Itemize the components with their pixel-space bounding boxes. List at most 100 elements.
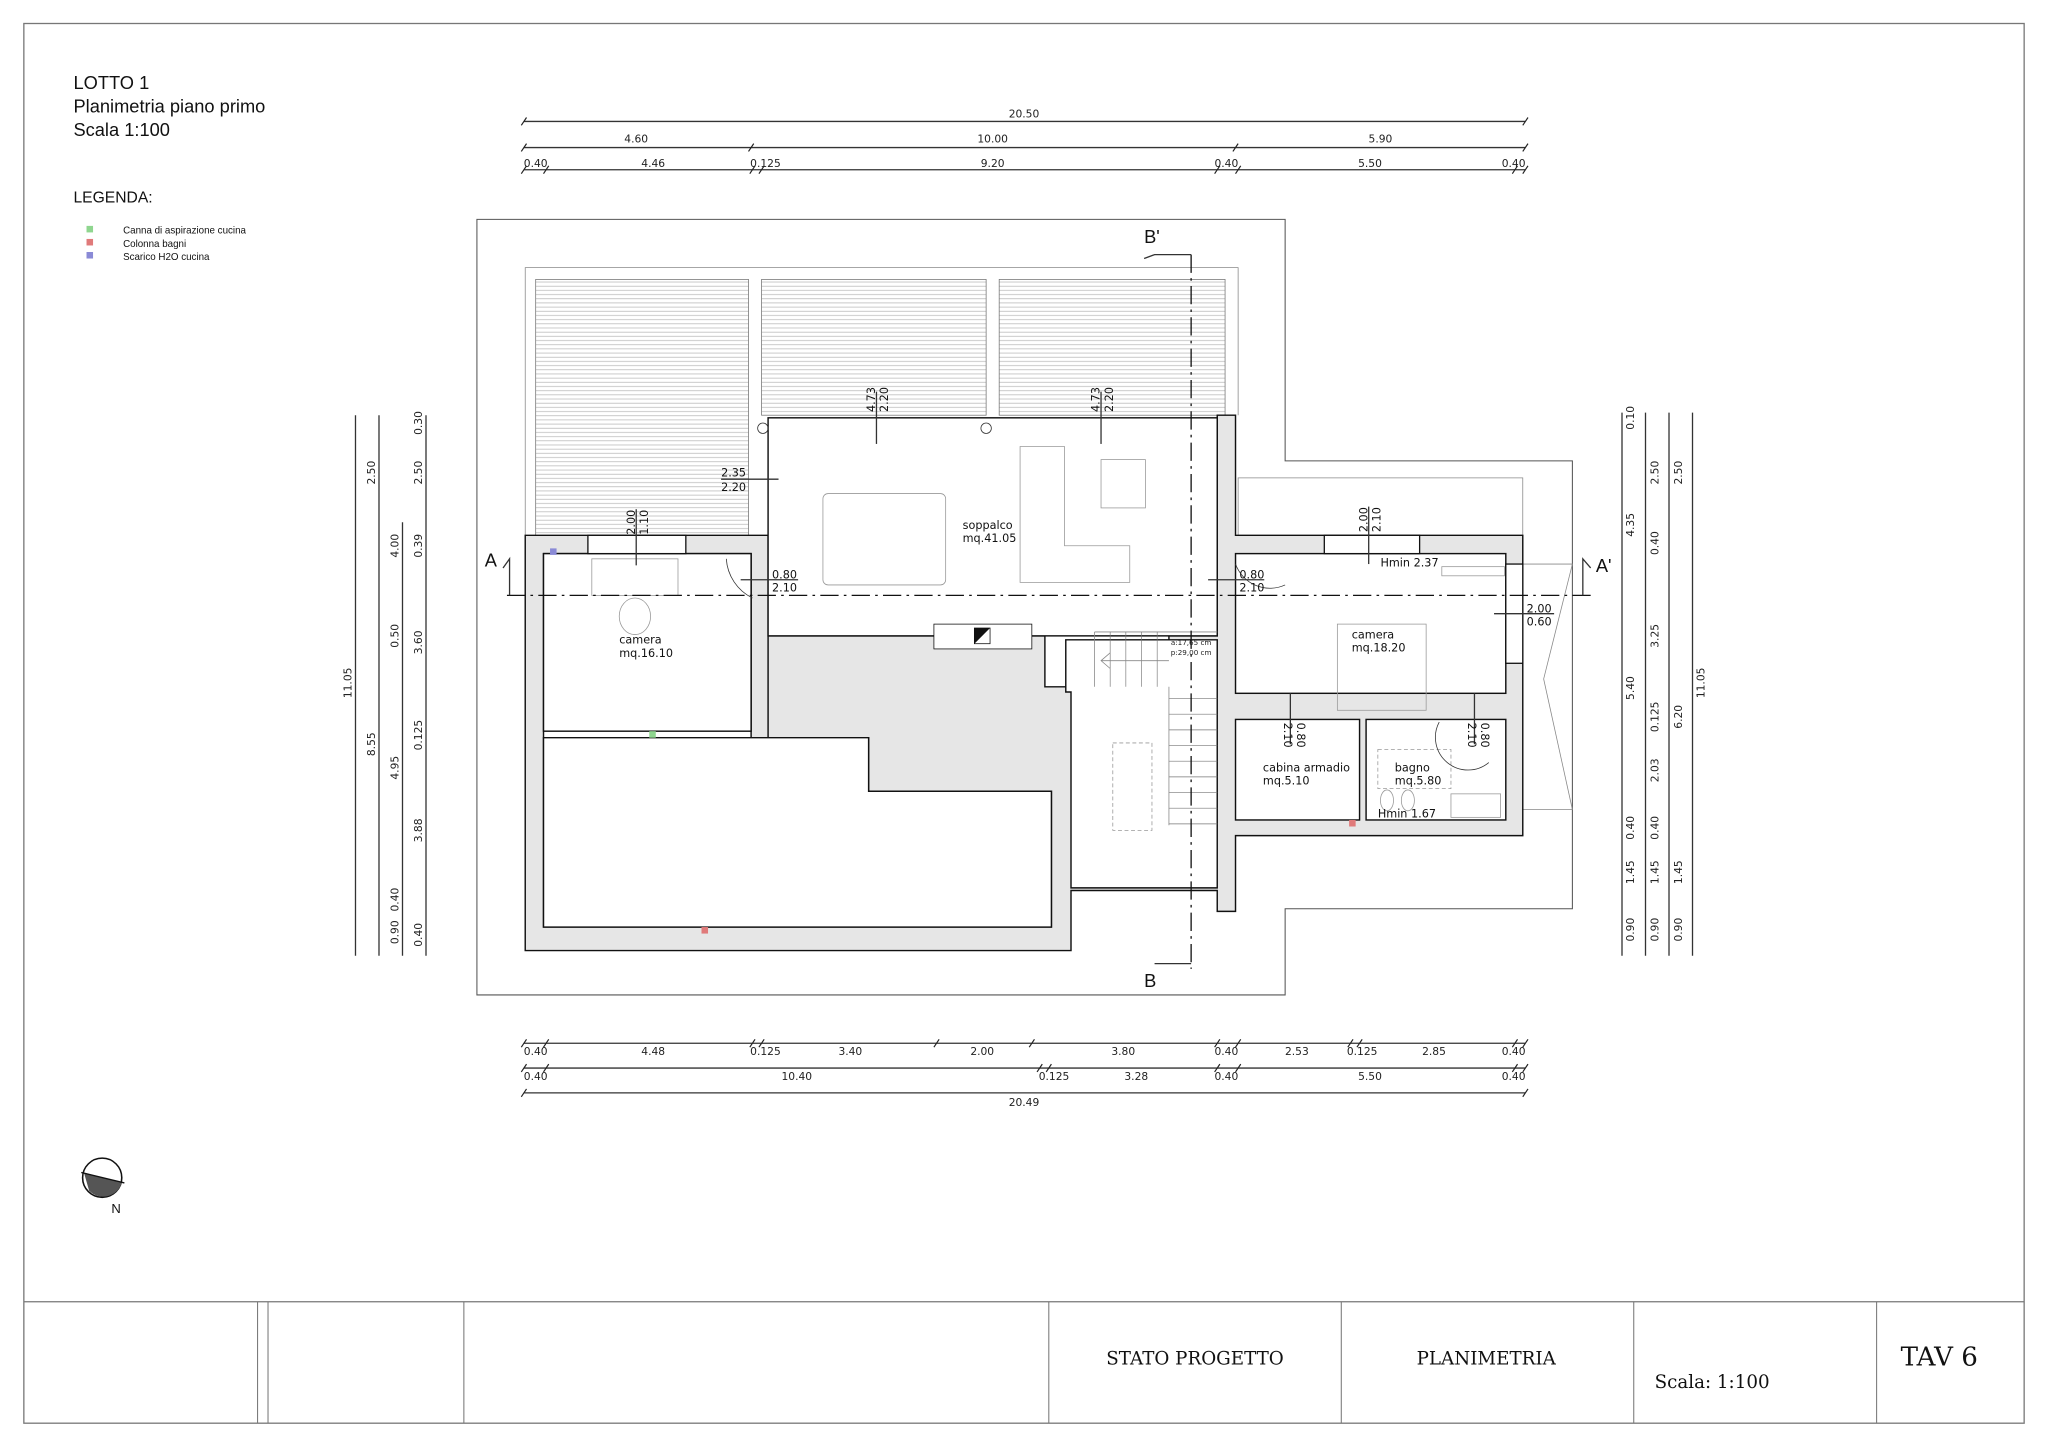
dimensions-top: 20.50 4.60 10.00 5.90 0.40 4.46 0.125 9.… [520, 108, 1529, 174]
lotto-label: LOTTO 1 [73, 72, 149, 93]
dimension-label: 2.00 [970, 1045, 994, 1058]
dimension-label: 2.85 [1422, 1045, 1446, 1058]
drawing-header: LOTTO 1 Planimetria piano primo Scala 1:… [73, 72, 265, 140]
dimension-label: 5.50 [1358, 1070, 1382, 1083]
billiard-table [822, 493, 947, 586]
opening-width: 0.80 [1478, 723, 1491, 748]
furniture [591, 422, 1505, 831]
opening-height: 2.20 [878, 387, 891, 412]
legend-item: Colonna bagni [123, 239, 186, 250]
min-height-bagno: Hmin 1.67 [1378, 807, 1436, 820]
dimension-label: 20.50 [1009, 108, 1040, 121]
opening-width: 0.80 [1239, 568, 1264, 581]
dimension-label: 3.88 [412, 818, 425, 842]
dimension-label: 1.45 [1649, 860, 1662, 884]
dimension-label: 0.90 [1624, 918, 1637, 942]
room-area: mq.16.10 [619, 647, 673, 660]
dimension-label: 0.40 [389, 888, 402, 912]
dimension-label: 0.40 [524, 1070, 548, 1083]
chair [618, 597, 651, 635]
dimension-label: 0.90 [1672, 918, 1685, 942]
kitchen-exhaust-marker [649, 731, 656, 738]
dimension-label: 0.40 [1502, 157, 1526, 170]
dimension-label: 0.30 [412, 411, 425, 435]
opening-width: 2.00 [1357, 507, 1370, 532]
dimension-label: 4.60 [624, 132, 648, 145]
dimension-label: 0.40 [1502, 1045, 1526, 1058]
stair-tread: p:29,00 cm [1171, 648, 1212, 657]
opening-width: 2.35 [721, 467, 746, 480]
dimension-label: 4.46 [641, 157, 665, 170]
roof-slope-right [1522, 563, 1573, 810]
shelf [1441, 566, 1505, 577]
dimension-label: 0.125 [1347, 1045, 1378, 1058]
dimension-label: 10.00 [977, 132, 1008, 145]
shower-dashed [1377, 749, 1452, 790]
dimension-label: 3.80 [1111, 1045, 1135, 1058]
opening-width: 0.80 [772, 568, 797, 581]
room-labels: soppalco mq.41.05 camera mq.16.10 camera… [619, 519, 1441, 821]
section-a-prime-label: A' [1596, 555, 1612, 576]
opening-height: 0.60 [1527, 615, 1552, 628]
dimension-label: 0.50 [389, 624, 402, 648]
dimension-label: 1.45 [1624, 860, 1637, 884]
dimensions-bottom: 0.40 4.48 0.125 3.40 2.00 3.80 0.40 2.53… [520, 1038, 1529, 1109]
dimension-label: 0.125 [750, 1045, 781, 1058]
legend-item: Canna di aspirazione cucina [123, 226, 246, 237]
dimension-label: 0.125 [1649, 702, 1662, 733]
sofa [1019, 446, 1131, 583]
kitchen-drain-marker [550, 548, 557, 555]
dimension-label: 3.25 [1649, 624, 1662, 648]
dimension-label: 20.49 [1009, 1096, 1040, 1109]
dimension-label: 0.125 [750, 157, 781, 170]
dimension-label: 2.50 [365, 461, 378, 485]
door-swing [725, 558, 753, 599]
dimension-label: 2.50 [1649, 461, 1662, 485]
room-area: mq.18.20 [1352, 642, 1406, 655]
dimension-label: 3.60 [412, 630, 425, 654]
dimensions-left: 11.05 2.50 8.55 4.00 0.50 4.95 0.40 0.90… [342, 411, 427, 956]
dimension-label: 2.50 [1672, 461, 1685, 485]
legend-swatch-kitchen-drain [86, 251, 94, 259]
title-block: STATO PROGETTO PLANIMETRIA Scala: 1:100 … [23, 1301, 2025, 1424]
dimension-label: 4.48 [641, 1045, 665, 1058]
dimension-label: 0.40 [1214, 1045, 1238, 1058]
room-name: cabina armadio [1263, 762, 1350, 775]
opening-height: 2.20 [1103, 387, 1116, 412]
dimension-label: 0.40 [412, 923, 425, 947]
bath-column-marker [1349, 819, 1356, 827]
room-name: soppalco [963, 519, 1013, 532]
section-b-label: B [1144, 970, 1156, 991]
opening-height: 2.10 [1465, 723, 1478, 748]
dimension-label: 2.50 [412, 461, 425, 485]
sink [1450, 793, 1501, 818]
section-a-label: A [485, 550, 498, 571]
opening-labels: 4.73 2.20 4.73 2.20 2.35 2.20 2.00 1.10 … [625, 387, 1555, 748]
coffee-table [1100, 459, 1146, 509]
dimension-label: 3.28 [1124, 1070, 1148, 1083]
sheet-frame [23, 22, 2025, 1424]
north-arrow: N [81, 1157, 125, 1216]
section-b-prime-label: B' [1144, 226, 1160, 247]
dimension-label: 0.40 [524, 1045, 548, 1058]
room-soppalco [767, 417, 1218, 637]
stair-well [1065, 639, 1218, 889]
dimension-label: 0.40 [1649, 531, 1662, 555]
dimension-label: 5.90 [1369, 132, 1393, 145]
dimension-label: 10.40 [782, 1070, 813, 1083]
dimension-label: 0.40 [1214, 1070, 1238, 1083]
section-lines: A A' B' B [485, 226, 1612, 991]
legend: LEGENDA: Canna di aspirazione cucina Col… [73, 189, 246, 262]
room-lower-left [542, 736, 1053, 928]
legend-swatch-bath-column [86, 238, 94, 246]
drawing-type: PLANIMETRIA [1417, 1348, 1557, 1369]
dimension-label: 0.125 [412, 720, 425, 751]
room-area: mq.5.80 [1395, 775, 1442, 788]
room-area: mq.41.05 [963, 532, 1017, 545]
dimension-label: 9.20 [981, 157, 1005, 170]
room-name: bagno [1395, 762, 1430, 775]
room-bagno [1365, 718, 1507, 821]
dimension-label: 0.40 [524, 157, 548, 170]
north-label: N [111, 1201, 120, 1216]
toilet [1380, 789, 1394, 812]
